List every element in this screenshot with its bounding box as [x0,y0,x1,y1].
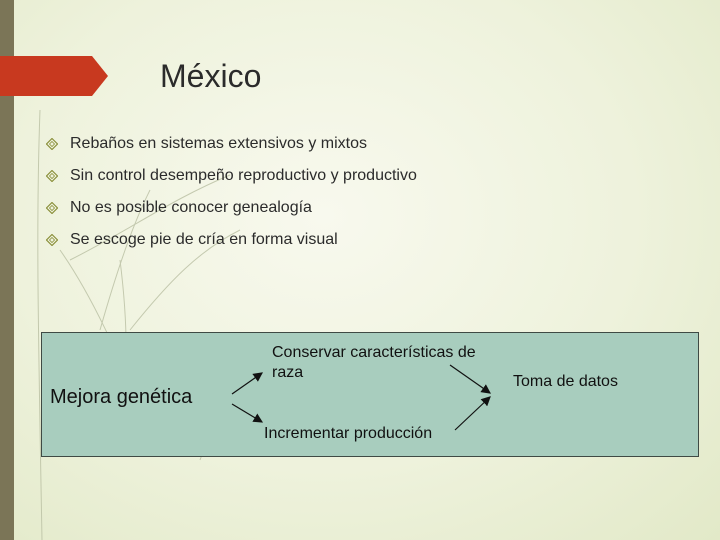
bullet-item: Rebaños en sistemas extensivos y mixtos [44,132,417,164]
diagram-box [41,332,699,457]
bullet-text: Rebaños en sistemas extensivos y mixtos [70,135,368,152]
diagram-label-mejora: Mejora genética [50,386,193,408]
diamond-bullet-icon [46,138,58,150]
bullet-text: Sin control desempeño reproductivo y pro… [70,167,417,184]
bullet-item: Sin control desempeño reproductivo y pro… [44,164,417,196]
bullet-text: No es posible conocer genealogía [70,199,312,216]
diamond-bullet-icon [46,170,58,182]
slide-title: México [160,58,262,94]
diamond-bullet-icon [46,202,58,214]
diamond-bullet-icon [46,234,58,246]
bullet-list: Rebaños en sistemas extensivos y mixtos … [44,132,417,260]
bullet-item: Se escoge pie de cría en forma visual [44,228,417,260]
bullet-item: No es posible conocer genealogía [44,196,417,228]
diagram-label-incrementar: Incrementar producción [264,425,433,442]
bullet-text: Se escoge pie de cría en forma visual [70,231,338,248]
diagram-label-toma: Toma de datos [513,373,618,390]
diagram-label-conservar: Conservar características de raza [272,344,476,381]
title-accent-tab [0,56,108,96]
side-band [0,0,14,540]
